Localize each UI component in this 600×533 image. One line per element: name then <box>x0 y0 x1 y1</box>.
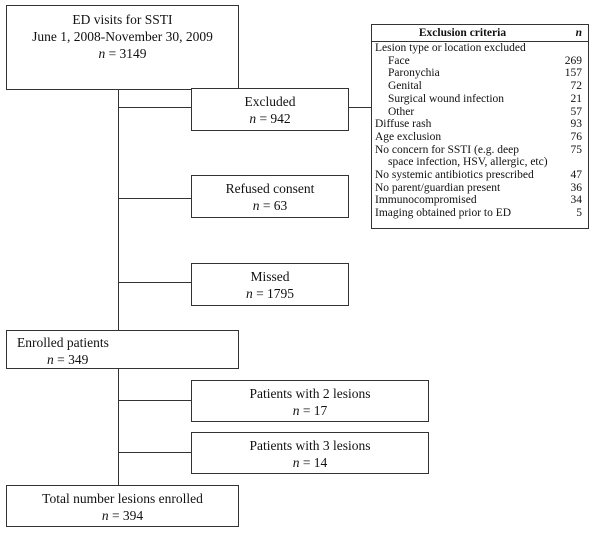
exclusion-n-header: n <box>553 25 588 42</box>
connector-two-lesions <box>118 400 191 401</box>
two-lesions-box: Patients with 2 lesions n = 17 <box>191 380 429 422</box>
exclusion-row-label: Other <box>388 105 415 118</box>
missed-count: n = 1795 <box>245 286 295 301</box>
exclusion-row-label: Genital <box>388 80 422 93</box>
enrolled-label: Enrolled patients <box>17 335 109 350</box>
exclusion-row: No systemic antibiotics prescribed 47 <box>372 169 588 182</box>
exclusion-row-value: 36 <box>570 181 583 194</box>
total-count: n = 394 <box>101 508 144 523</box>
connector-missed <box>118 282 191 283</box>
three-lesions-count: n = 14 <box>292 455 328 470</box>
exclusion-row: Age exclusion 76 <box>372 131 588 144</box>
exclusion-row: space infection, HSV, allergic, etc) <box>372 156 588 169</box>
exclusion-row-label: Diffuse rash <box>375 118 432 131</box>
excluded-box: Excluded n = 942 <box>191 88 349 131</box>
exclusion-row-value: 76 <box>570 130 583 143</box>
exclusion-row-value: 157 <box>564 67 582 80</box>
exclusion-row: Diffuse rash 93 <box>372 118 588 131</box>
exclusion-row-value <box>553 156 588 169</box>
exclusion-row: No parent/guardian present 36 <box>372 182 588 195</box>
connector-refused <box>118 198 191 199</box>
connector-excluded <box>118 107 191 108</box>
two-lesions-label: Patients with 2 lesions <box>249 386 371 401</box>
exclusion-row-label: Age exclusion <box>375 130 442 143</box>
exclusion-row-label: Lesion type or location excluded <box>375 42 526 54</box>
main-flow-line-bottom <box>118 369 119 485</box>
exclusion-row-value: 269 <box>564 54 582 67</box>
exclusion-row-label: No parent/guardian present <box>375 181 501 194</box>
exclusion-row: Paronychia 157 <box>372 67 588 80</box>
exclusion-row-value: 21 <box>570 92 583 105</box>
three-lesions-box: Patients with 3 lesions n = 14 <box>191 432 429 474</box>
exclusion-row-value: 72 <box>570 80 583 93</box>
connector-three-lesions <box>118 452 191 453</box>
exclusion-row: Imaging obtained prior to ED 5 <box>372 207 588 220</box>
ed-visits-title: ED visits for SSTI <box>72 12 173 27</box>
exclusion-row: Lesion type or location excluded <box>372 42 588 55</box>
exclusion-row-value: 47 <box>570 169 583 182</box>
exclusion-row-value <box>553 42 588 55</box>
main-flow-line-top <box>118 90 119 330</box>
total-label: Total number lesions enrolled <box>42 491 203 506</box>
two-lesions-count: n = 17 <box>292 403 328 418</box>
exclusion-row: No concern for SSTI (e.g. deep 75 <box>372 144 588 157</box>
exclusion-row-label: Face <box>388 54 410 67</box>
exclusion-row: Face 269 <box>372 55 588 68</box>
exclusion-row-value: 93 <box>570 118 583 131</box>
excluded-label: Excluded <box>244 94 296 109</box>
exclusion-row-label: No systemic antibiotics prescribed <box>375 169 534 182</box>
exclusion-row-label: Surgical wound infection <box>388 92 505 105</box>
ed-visits-dates: June 1, 2008-November 30, 2009 <box>32 29 213 44</box>
missed-label: Missed <box>250 269 290 284</box>
exclusion-row-value: 75 <box>570 143 583 156</box>
exclusion-row-label: No concern for SSTI (e.g. deep <box>375 143 520 156</box>
exclusion-row-label: space infection, HSV, allergic, etc) <box>388 156 548 169</box>
missed-box: Missed n = 1795 <box>191 263 349 306</box>
exclusion-criteria-table: Exclusion criteria n Lesion type or loca… <box>371 24 589 229</box>
refused-label: Refused consent <box>225 181 315 196</box>
enrolled-box: Enrolled patients n = 349 <box>6 330 239 369</box>
total-lesions-box: Total number lesions enrolled n = 394 <box>6 485 239 527</box>
exclusion-row: Surgical wound infection 21 <box>372 93 588 106</box>
three-lesions-label: Patients with 3 lesions <box>249 438 371 453</box>
exclusion-row-label: Imaging obtained prior to ED <box>375 207 512 220</box>
exclusion-row: Immunocompromised 34 <box>372 194 588 207</box>
refused-count: n = 63 <box>252 198 288 213</box>
exclusion-row-value: 5 <box>576 207 582 220</box>
enrolled-count: n = 349 <box>47 352 89 367</box>
ed-visits-box: ED visits for SSTI June 1, 2008-November… <box>6 5 239 90</box>
exclusion-row-label: Paronychia <box>388 67 440 80</box>
exclusion-row: Other 57 <box>372 106 588 119</box>
ed-visits-count: n = 3149 <box>98 46 147 61</box>
connector-exclusion-table <box>349 107 371 108</box>
exclusion-row-value: 57 <box>570 105 583 118</box>
excluded-count: n = 942 <box>249 111 291 126</box>
exclusion-row-label: Immunocompromised <box>375 194 477 207</box>
exclusion-row: Genital 72 <box>372 80 588 93</box>
refused-consent-box: Refused consent n = 63 <box>191 175 349 218</box>
exclusion-criteria-header: Exclusion criteria <box>372 25 553 42</box>
exclusion-row-value: 34 <box>570 194 583 207</box>
